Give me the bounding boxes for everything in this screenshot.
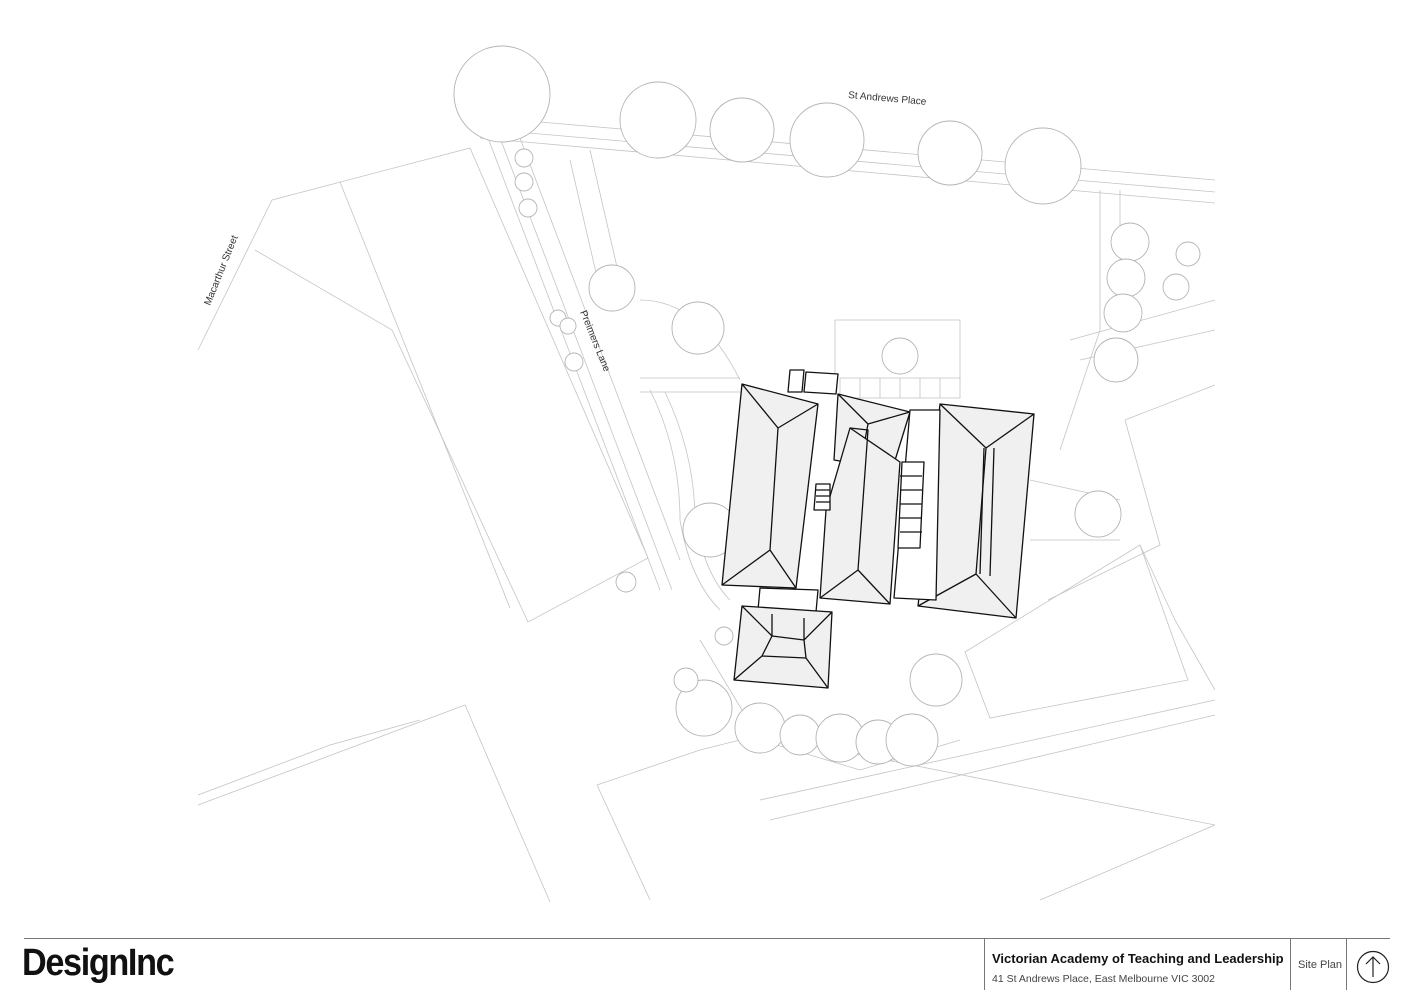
tree-icon — [453, 45, 551, 143]
tree-icon — [1074, 490, 1122, 538]
tree-icon — [1162, 273, 1190, 301]
tree-icon — [881, 337, 919, 375]
tree-icon — [671, 301, 725, 355]
north-arrow-icon — [1356, 950, 1390, 984]
tree-icon — [514, 172, 534, 192]
neighbour-block — [1139, 544, 1216, 691]
roof-ridge — [733, 605, 833, 689]
tree-icon — [714, 626, 734, 646]
project-title: Victorian Academy of Teaching and Leader… — [992, 951, 1284, 966]
tree-icon — [514, 148, 534, 168]
trees — [453, 45, 1201, 767]
neighbour-block — [964, 544, 1189, 719]
title-block-rule — [24, 938, 1390, 939]
street-label-st-andrews-place: St Andrews Place — [848, 90, 927, 108]
neighbour-block — [1124, 384, 1216, 421]
stair — [897, 461, 925, 549]
path-edge — [589, 149, 621, 281]
divider — [984, 938, 985, 990]
neighbour-block — [1047, 419, 1161, 601]
path-edge — [569, 159, 601, 291]
roof-south-pavilion — [733, 605, 833, 689]
roof-ridge — [819, 427, 891, 605]
street-label-macarthur-street: Macarthur Street — [203, 234, 241, 307]
neighbour-block — [197, 704, 551, 903]
project-address: 41 St Andrews Place, East Melbourne VIC … — [992, 973, 1215, 985]
garden-path — [649, 389, 721, 611]
roof-central — [819, 427, 901, 605]
neighbour-block — [1039, 824, 1216, 901]
garden-path — [1069, 299, 1216, 361]
tree-icon — [1110, 222, 1150, 262]
tree-icon — [518, 198, 538, 218]
neighbour-block — [339, 181, 511, 609]
neighbour-block — [197, 719, 421, 796]
tree-icon — [1103, 293, 1143, 333]
company-logo: DesignInc — [22, 942, 175, 984]
neighbour-block — [759, 699, 1216, 801]
tree-icon — [564, 352, 584, 372]
tree-icon — [917, 120, 983, 186]
lane-edge — [496, 129, 673, 591]
divider — [1290, 938, 1291, 990]
tree-icon — [1093, 337, 1139, 383]
tree-icon — [673, 667, 699, 693]
lane-edge — [519, 137, 681, 561]
north-structure — [787, 369, 805, 393]
tree-icon — [588, 264, 636, 312]
neighbour-block — [197, 147, 649, 623]
neighbour-block — [596, 784, 651, 901]
neighbour-block — [769, 714, 1216, 821]
neighbour-block — [596, 734, 1216, 826]
stair — [813, 483, 831, 511]
tree-icon — [709, 97, 775, 163]
terrace-grid — [839, 377, 961, 399]
neighbour-block — [1059, 190, 1101, 451]
garden-path — [640, 377, 740, 393]
title-block: DesignInc Victorian Academy of Teaching … — [0, 936, 1414, 1000]
north-structure — [803, 371, 839, 395]
tree-icon — [789, 102, 865, 178]
building-roof-plan — [721, 369, 1035, 689]
tree-icon — [1004, 127, 1082, 205]
roof-ridge — [721, 383, 819, 589]
roof-ridge — [917, 403, 1035, 619]
tree-icon — [1106, 258, 1146, 298]
roof-west-wing — [721, 383, 819, 589]
divider — [1346, 938, 1347, 990]
site-plan-drawing: St Andrews Place Macarthur Street Preime… — [197, 45, 1216, 903]
tree-icon — [885, 713, 939, 767]
garden-path — [664, 391, 731, 601]
tree-icon — [559, 317, 577, 335]
tree-icon — [1175, 241, 1201, 267]
tree-icon — [909, 653, 963, 707]
tree-icon — [779, 714, 821, 756]
tree-icon — [675, 679, 733, 737]
tree-icon — [615, 571, 637, 593]
tree-icon — [734, 702, 786, 754]
sheet-name: Site Plan — [1298, 959, 1343, 971]
tree-icon — [619, 81, 697, 159]
roof-ridge — [979, 447, 995, 577]
garden-path — [834, 319, 961, 380]
